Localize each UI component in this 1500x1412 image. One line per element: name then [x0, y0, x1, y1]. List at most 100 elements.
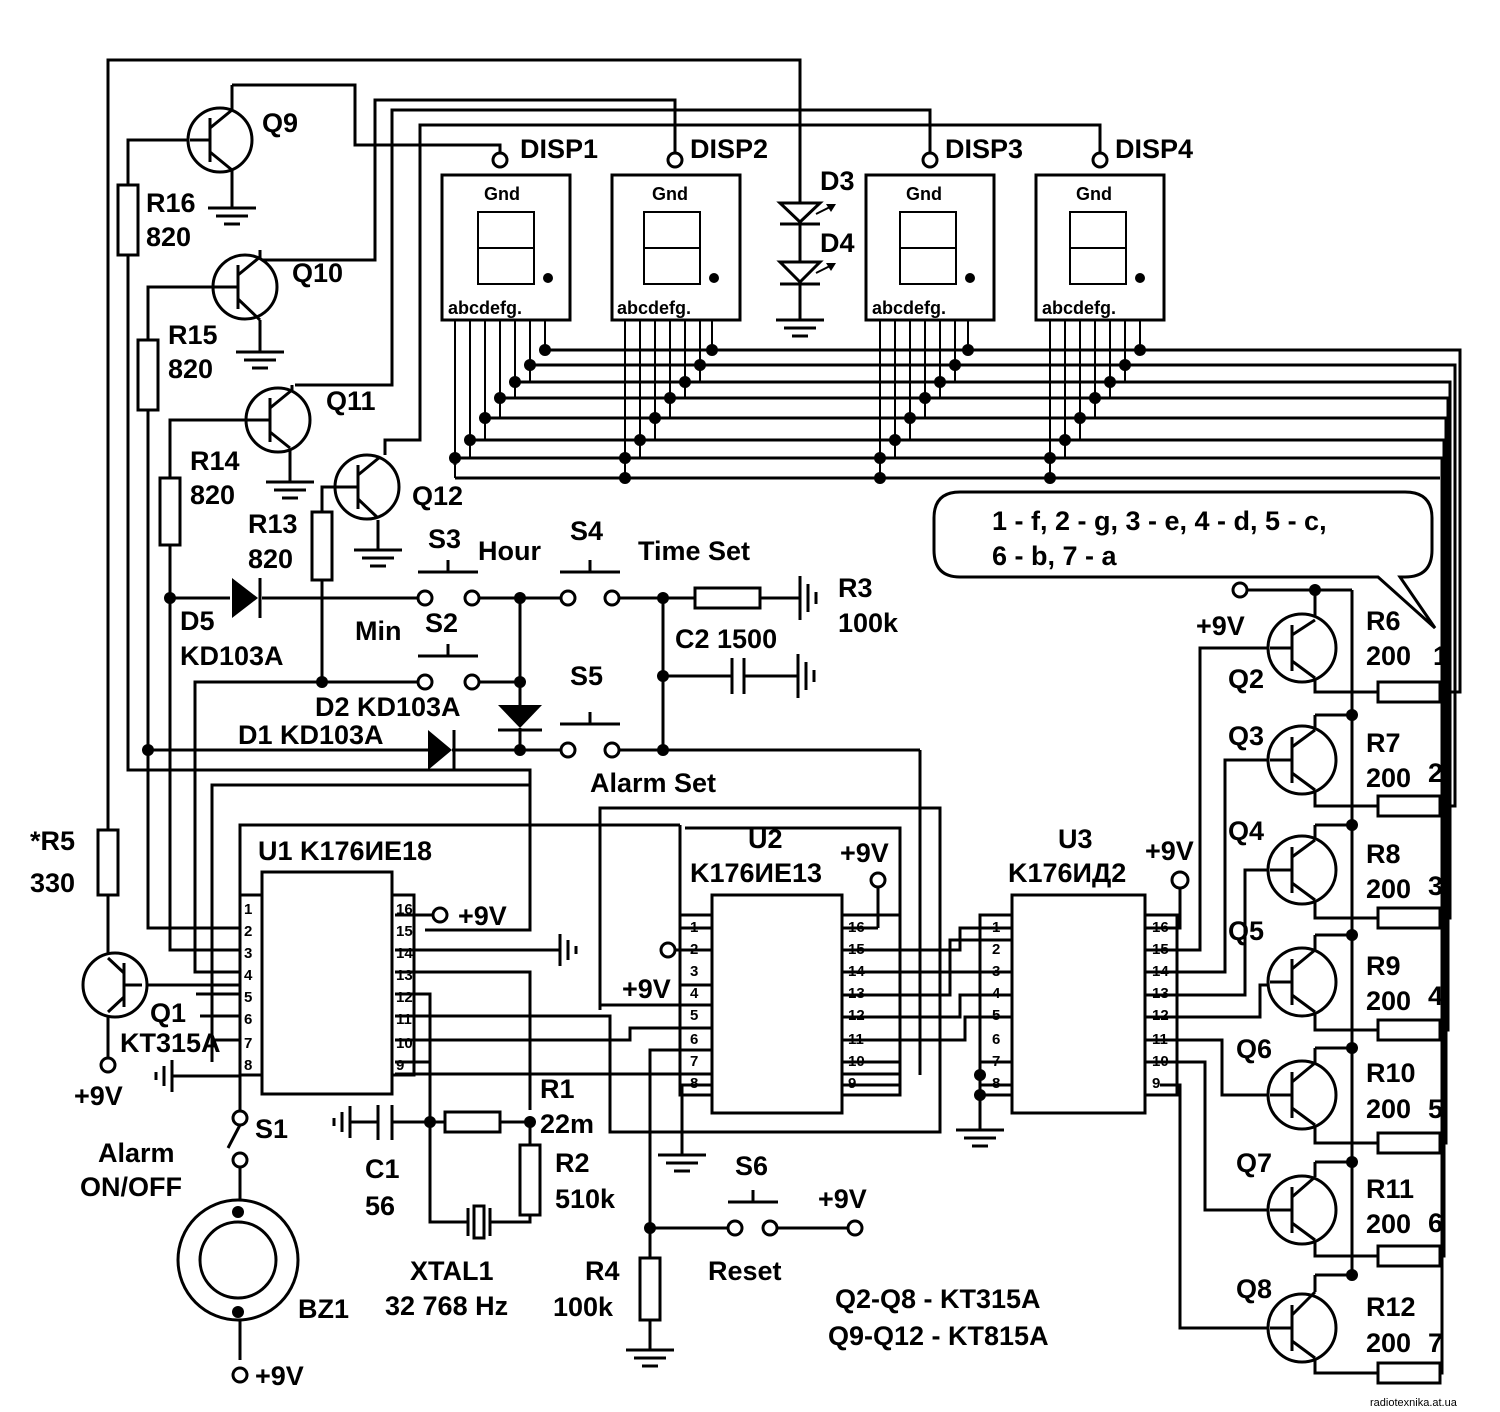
disp2-segments: abcdefg. — [617, 298, 691, 318]
svg-text:14: 14 — [396, 945, 413, 962]
label-d3: D3 — [820, 166, 855, 196]
svg-text:15: 15 — [1152, 941, 1169, 958]
svg-text:1: 1 — [992, 919, 1000, 936]
svg-text:4: 4 — [690, 985, 699, 1002]
label-r15: R15 — [168, 320, 218, 350]
label-s4: S4 — [570, 516, 603, 546]
label-q2: Q2 — [1228, 664, 1264, 694]
svg-text:6: 6 — [992, 1031, 1000, 1048]
svg-text:9: 9 — [848, 1075, 856, 1092]
transistor-q2 — [1266, 612, 1338, 684]
label-r1: R1 — [540, 1074, 575, 1104]
label-u2-type: K176ИЕ13 — [690, 858, 822, 888]
label-bz1: BZ1 — [298, 1294, 349, 1324]
svg-text:13: 13 — [1152, 985, 1169, 1002]
label-plus9v-u3: +9V — [1145, 836, 1194, 866]
label-r10-val: 200 — [1366, 1094, 1411, 1124]
label-u1: U1 K176ИЕ18 — [258, 836, 432, 866]
label-q7: Q7 — [1236, 1148, 1272, 1178]
svg-text:16: 16 — [1152, 919, 1169, 936]
label-plus9v-bz1: +9V — [255, 1361, 304, 1391]
label-u2: U2 — [748, 824, 783, 854]
svg-text:3: 3 — [690, 963, 698, 980]
resistor-output-2: 2 — [1428, 758, 1443, 788]
svg-text:14: 14 — [1152, 963, 1169, 980]
svg-text:13: 13 — [848, 985, 865, 1002]
transistor-q8 — [1266, 1275, 1338, 1364]
label-plus9v-q1: +9V — [74, 1081, 123, 1111]
led-d3 — [776, 201, 836, 226]
u3-pin-numbers: 1 2 3 4 5 6 7 8 16 15 14 13 12 11 10 9 — [992, 919, 1169, 1092]
disp4-gnd: Gnd — [1076, 184, 1112, 204]
svg-text:10: 10 — [848, 1053, 865, 1070]
label-q3: Q3 — [1228, 721, 1264, 751]
svg-text:16: 16 — [848, 919, 865, 936]
label-q8: Q8 — [1236, 1274, 1272, 1304]
transistor-q9 — [186, 85, 254, 174]
label-disp3: DISP3 — [945, 134, 1023, 164]
transistor-q10 — [210, 253, 279, 322]
u1-pin-numbers: 1 2 3 4 5 6 7 8 16 15 14 13 12 11 10 9 — [244, 901, 413, 1074]
label-s6: S6 — [735, 1151, 768, 1181]
svg-text:7: 7 — [244, 1035, 252, 1052]
svg-text:12: 12 — [1152, 1007, 1169, 1024]
label-q12: Q12 — [412, 481, 463, 511]
label-q10: Q10 — [292, 258, 343, 288]
label-xtal1: XTAL1 — [410, 1256, 494, 1286]
label-u3: U3 — [1058, 824, 1093, 854]
label-r13: R13 — [248, 509, 298, 539]
label-r5-val: 330 — [30, 868, 75, 898]
label-r7-val: 200 — [1366, 763, 1411, 793]
svg-text:3: 3 — [992, 963, 1000, 980]
diode-d1 — [428, 730, 456, 770]
display-disp4 — [1034, 173, 1166, 322]
legend-line2: 6 - b, 7 - a — [992, 541, 1118, 571]
label-r6-val: 200 — [1366, 641, 1411, 671]
label-r8: R8 — [1366, 839, 1401, 869]
label-q5: Q5 — [1228, 916, 1264, 946]
segment-legend-callout — [932, 490, 1437, 630]
label-plus9v-u2pin: +9V — [622, 974, 671, 1004]
switch-s3 — [416, 560, 481, 607]
label-r3-val: 100k — [838, 608, 899, 638]
svg-text:7: 7 — [992, 1053, 1000, 1070]
svg-text:8: 8 — [690, 1075, 698, 1092]
buzzer-bz1 — [176, 1198, 300, 1322]
power-terminals — [99, 151, 1249, 1384]
label-d5-type: KD103A — [180, 641, 284, 671]
label-r6: R6 — [1366, 606, 1401, 636]
led-d4 — [776, 260, 836, 286]
disp1-gnd: Gnd — [484, 184, 520, 204]
label-r12-val: 200 — [1366, 1328, 1411, 1358]
ic-u1 — [238, 870, 416, 1096]
diode-d5 — [232, 578, 262, 618]
transistor-q4 — [1266, 825, 1338, 906]
label-alarm-set: Alarm Set — [590, 768, 716, 798]
capacitor-c1 — [376, 1105, 394, 1140]
svg-text:9: 9 — [1152, 1075, 1160, 1092]
label-r14: R14 — [190, 446, 240, 476]
transistor-q12 — [333, 453, 401, 521]
label-q9: Q9 — [262, 108, 298, 138]
resistor-output-5: 5 — [1428, 1094, 1443, 1124]
label-d2: D2 KD103A — [315, 692, 461, 722]
diode-d2 — [498, 705, 542, 732]
label-r1-val: 22m — [540, 1109, 594, 1139]
label-xtal1-freq: 32 768 Hz — [385, 1291, 508, 1321]
transistor-q1 — [81, 951, 149, 1019]
label-plus9v-s6: +9V — [818, 1184, 867, 1214]
label-s3: S3 — [428, 524, 461, 554]
capacitor-c2 — [730, 658, 746, 694]
legend-line1: 1 - f, 2 - g, 3 - e, 4 - d, 5 - c, — [992, 506, 1327, 536]
label-r12: R12 — [1366, 1292, 1416, 1322]
svg-text:10: 10 — [396, 1035, 413, 1052]
label-u3-type: K176ИД2 — [1008, 858, 1126, 888]
label-r15-val: 820 — [168, 354, 213, 384]
resistor-output-6: 6 — [1428, 1208, 1443, 1238]
label-r10: R10 — [1366, 1058, 1416, 1088]
label-q4: Q4 — [1228, 816, 1264, 846]
switch-s5 — [559, 712, 621, 759]
label-q1-type: KT315A — [120, 1028, 221, 1058]
svg-text:2: 2 — [244, 923, 252, 940]
